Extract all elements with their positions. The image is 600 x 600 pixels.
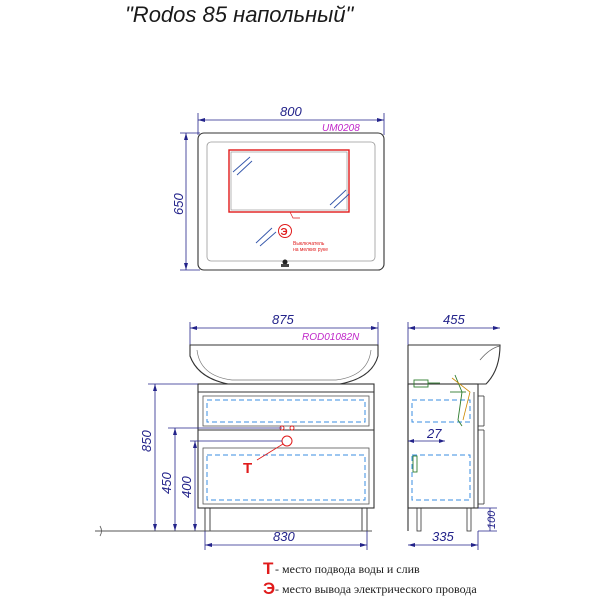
front-bottom-width-label: 830 [273,529,295,544]
arrow-left [408,543,415,547]
arrow-right [360,543,367,547]
arrow-up [153,384,157,391]
side-basin [408,344,501,385]
legend-water-text: - место подвода воды и слив [275,562,420,576]
mirror-frame [197,132,385,271]
arrow-left [408,439,414,443]
mirror-width-label: 800 [280,104,302,119]
switch-base [281,264,289,267]
switch-leader-line [289,211,300,219]
water-marker: Т [243,460,252,477]
drain-pipe-icon [451,377,471,421]
height-450-label: 450 [159,472,174,494]
cabinet-body [197,383,375,509]
mirror-height-label: 650 [171,193,186,215]
mirror-inner-frame [206,141,376,262]
switch-note-line1: Выключатель [293,241,325,247]
arrow-up [173,428,177,435]
top-drawer [202,395,370,427]
top-drawer-inner-dashed [206,399,366,423]
side-top-depth-label: 455 [443,312,465,327]
leg-height-label: 100 [486,510,498,529]
bottom-drawer [202,447,370,505]
cold-water-pipe-icon [289,425,295,431]
side-leg-front [466,507,472,532]
side-cabinet-body [407,383,479,509]
legend: Т - место подвода воды и слив Э - место … [263,559,477,598]
arrow-down [153,524,157,531]
arrow-left [190,326,197,330]
electric-outlet-circle [278,224,292,238]
arrow-left [408,326,415,330]
mirror-glare-marks [232,156,350,247]
legend-water-symbol: Т [263,559,274,578]
side-bottom-depth-label: 335 [432,529,454,544]
floor-break-mark [99,525,102,537]
side-top-drawer-dashed [411,399,471,423]
legend-electric-symbol: Э [263,579,275,598]
arrow-left [198,118,205,122]
height-850-label: 850 [139,430,154,452]
front-leg-right [361,507,368,532]
arrow-down [173,524,177,531]
legend-electric-text: - место вывода электрического провода [275,582,477,596]
bottom-drawer-inner-dashed [206,454,366,501]
electric-marker: Э [281,227,288,238]
switch-button-icon [282,259,288,265]
arrow-right [439,439,445,443]
height-400-label: 400 [179,476,194,498]
gap-27-label: 27 [426,426,442,441]
arrow-down [193,524,197,531]
front-top-width-label: 875 [272,312,294,327]
basin-top [189,344,379,385]
mirror-light-zone-inner [230,151,348,211]
front-leg-left [204,507,211,532]
water-leader-line [256,443,284,461]
drain-icon [281,435,293,447]
cabinet-model-label: ROD01082N [302,332,360,343]
side-basin-curve [479,345,501,361]
arrow-up [184,133,188,140]
arrow-left [205,543,212,547]
cabinet-front-view: 875 ROD01082N Т 850 45 [95,312,379,550]
drawing-title: "Rodos 85 напольный" [125,2,355,27]
arrow-down [184,263,188,270]
cabinet-side-view: 455 27 [407,312,501,550]
arrow-up [193,441,197,448]
basin-bowl [196,349,372,381]
siphon-icon [412,374,466,473]
side-bottom-drawer-dashed [411,454,471,501]
arrow-right [377,118,384,122]
mirror-light-zone [228,149,350,213]
arrow-right [371,326,378,330]
mirror-view: 800 650 UM0208 Э Выключатель н [171,104,385,271]
arrow-right [493,326,500,330]
switch-note-line2: на мелких руке [293,247,328,253]
arrow-right [471,543,478,547]
side-leg-back [416,507,422,532]
mirror-model-label: UM0208 [322,123,360,134]
